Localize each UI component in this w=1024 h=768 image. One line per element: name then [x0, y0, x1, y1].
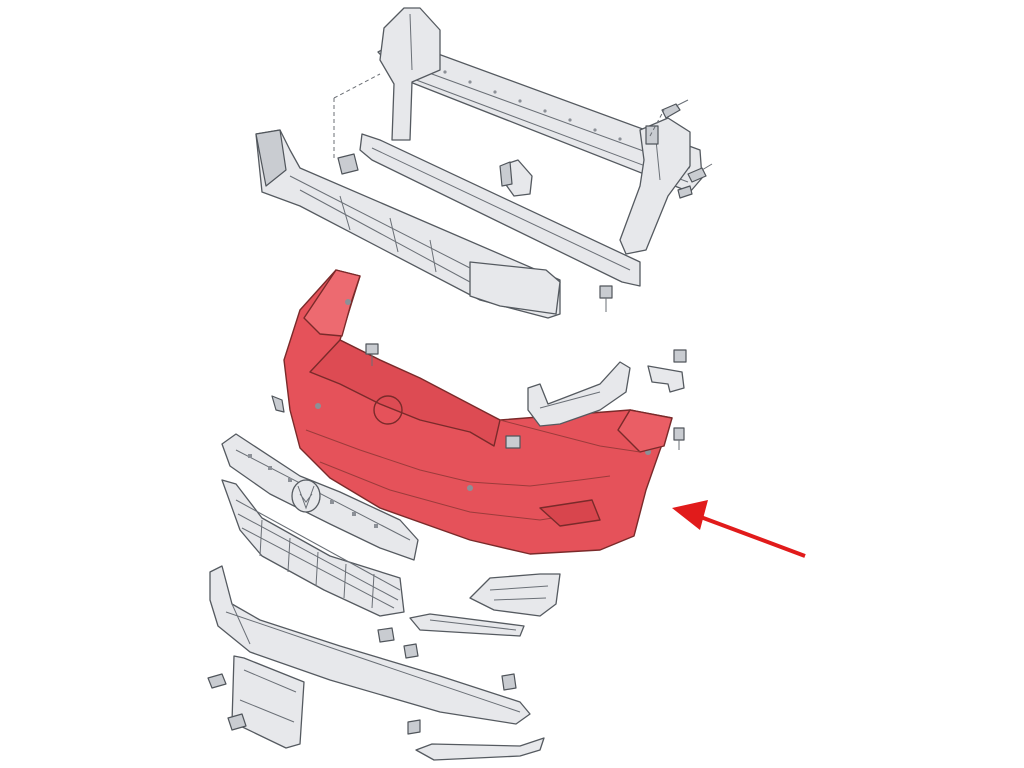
- clip-lower-left[interactable]: [271, 395, 285, 413]
- bolt-side-right[interactable]: [687, 163, 713, 183]
- clip-bottom[interactable]: [407, 719, 421, 735]
- bumper-side-guide-right[interactable]: [527, 361, 631, 427]
- fog-light-recess: [539, 499, 601, 527]
- trim-strip-center[interactable]: [409, 613, 525, 637]
- screw-right-lower[interactable]: [673, 427, 685, 450]
- nut-top-right[interactable]: [673, 349, 687, 363]
- clip-spoiler-1[interactable]: [377, 627, 395, 643]
- bumper-reinforcement-bar[interactable]: [377, 7, 703, 255]
- bumper-emblem-ring: [373, 395, 403, 425]
- bracket-clip-center[interactable]: [499, 159, 533, 197]
- assembly-guide-line-left: [333, 73, 381, 160]
- bolt-bottom-right[interactable]: [677, 185, 693, 199]
- screw-plate-bottom[interactable]: [227, 713, 247, 731]
- fog-light-grille-right[interactable]: [469, 573, 561, 617]
- bumper-upper-guide-strip[interactable]: [359, 133, 641, 287]
- radiator-grille[interactable]: [221, 479, 405, 617]
- clip-spoiler-3[interactable]: [501, 673, 517, 691]
- screw-mid-center[interactable]: [365, 343, 379, 366]
- front-bumper-cover[interactable]: [283, 269, 673, 555]
- screw-under-strip[interactable]: [599, 285, 613, 312]
- clip-center-lower[interactable]: [505, 435, 521, 449]
- license-plate-holder[interactable]: [231, 655, 305, 749]
- upper-grille-trim[interactable]: [221, 433, 419, 561]
- lower-spoiler[interactable]: [209, 565, 531, 725]
- screw-plate-top[interactable]: [207, 673, 227, 689]
- clip-spoiler-2[interactable]: [403, 643, 419, 659]
- assembly-guide-line-right: [649, 109, 665, 137]
- lower-trim-strip[interactable]: [415, 737, 545, 761]
- bracket-small-right[interactable]: [647, 365, 685, 393]
- clip-small-left[interactable]: [337, 153, 359, 175]
- bolt-top-right[interactable]: [661, 99, 689, 119]
- energy-absorber[interactable]: [255, 129, 561, 319]
- arrow-icon: [672, 500, 806, 558]
